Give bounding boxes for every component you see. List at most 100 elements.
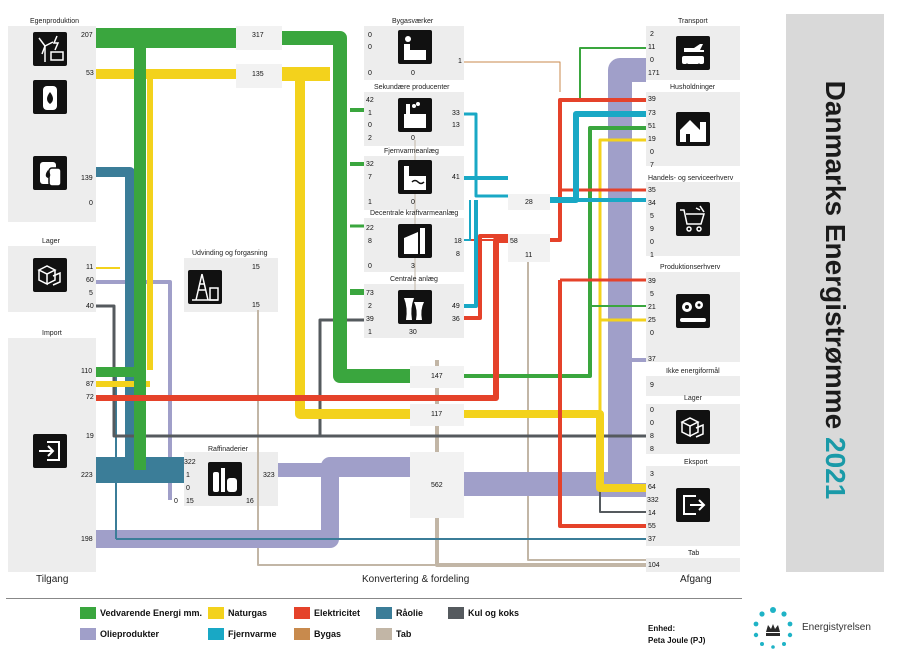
prod-val-3: 25 xyxy=(648,317,656,324)
storage-boxes-icon xyxy=(33,258,67,292)
flow-olie-main xyxy=(464,58,646,496)
hus-val-1: 73 xyxy=(648,110,656,117)
bygas-label: Bygasværker xyxy=(392,18,434,25)
flow-box-562 xyxy=(410,452,464,518)
chp-plant-icon xyxy=(398,224,432,258)
sekundaere-label: Sekundære producenter xyxy=(374,84,450,91)
egen-val-0: 207 xyxy=(81,32,93,39)
flow-ve-down xyxy=(236,31,410,383)
cen-out-0: 30 xyxy=(409,329,417,336)
unit-value: Peta Joule (PJ) xyxy=(648,636,706,645)
flow-naturgas-hus xyxy=(598,138,646,414)
flow-fjv-sek xyxy=(464,112,508,198)
legend-swatch-fjernvarme xyxy=(208,628,224,640)
legend-swatch-elektricitet xyxy=(294,607,310,619)
eksport-val-1: 64 xyxy=(648,484,656,491)
hus-val-2: 51 xyxy=(648,123,656,130)
legend-vedvarende: Vedvarende Energi mm. xyxy=(100,608,203,618)
lager-dest-val-3: 8 xyxy=(650,446,654,453)
legend-divider xyxy=(6,598,742,599)
fjv-side-0: 41 xyxy=(452,174,460,181)
import-val-1: 87 xyxy=(86,381,94,388)
transport-val-3: 171 xyxy=(648,70,660,77)
udvinding-label: Udvinding og forgasning xyxy=(192,250,268,257)
import-arrow-icon xyxy=(33,434,67,468)
export-arrow-icon xyxy=(676,488,710,522)
raff-out-0: 323 xyxy=(263,472,275,479)
hus-val-4: 0 xyxy=(650,149,654,156)
transport-val-0: 2 xyxy=(650,31,654,38)
flow-value-58: 58 xyxy=(510,238,518,245)
ikkeenergi-box xyxy=(646,376,740,396)
flow-tab-3 xyxy=(527,262,646,561)
eksport-val-2: 332 xyxy=(647,497,659,504)
sek-in-2: 0 xyxy=(368,122,372,129)
import-label: Import xyxy=(42,330,62,337)
page-title: Danmarks Energistrømme 2021 xyxy=(819,81,851,500)
egenproduktion-label: Egenproduktion xyxy=(30,18,80,25)
lager-val-3: 40 xyxy=(86,303,94,310)
raffinaderier-label: Raffinaderier xyxy=(208,446,248,453)
handel-val-1: 34 xyxy=(648,200,656,207)
handel-val-2: 5 xyxy=(650,213,654,220)
bygas-in-1: 0 xyxy=(368,44,372,51)
cen-in-1: 2 xyxy=(368,303,372,310)
title-main: Danmarks Energistrømme xyxy=(820,80,851,430)
fjernvarme-label: Fjernvarmeanlæg xyxy=(384,148,439,155)
import-val-0: 110 xyxy=(81,368,93,375)
udv-val-1: 15 xyxy=(252,302,260,309)
footer-afgang: Afgang xyxy=(680,574,712,585)
handel-label: Handels- og serviceerhverv xyxy=(648,175,734,182)
legend-fjernvarme: Fjernvarme xyxy=(228,629,277,639)
fjv-in-1: 7 xyxy=(368,174,372,181)
prod-val-0: 39 xyxy=(648,278,656,285)
agency-name: Energistyrelsen xyxy=(802,622,871,633)
lager-dest-label: Lager xyxy=(684,395,702,402)
fjv-in-2: 1 xyxy=(368,199,372,206)
flow-fjv-dec xyxy=(464,200,471,241)
legend-swatch-olie xyxy=(80,628,96,640)
centrale-label: Centrale anlæg xyxy=(390,276,438,283)
flow-el-cen xyxy=(464,234,508,320)
udv-val-0: 15 xyxy=(252,264,260,271)
legend-swatch-tab xyxy=(376,628,392,640)
fjv-out-0: 0 xyxy=(411,199,415,206)
sek-in-3: 2 xyxy=(368,135,372,142)
flow-value-117: 117 xyxy=(431,411,443,418)
power-plant-icon xyxy=(398,290,432,324)
transport-val-2: 0 xyxy=(650,57,654,64)
transport-label: Transport xyxy=(678,18,708,25)
title-panel xyxy=(786,14,884,572)
handel-val-0: 35 xyxy=(648,187,656,194)
flow-fjv-hus xyxy=(540,111,646,203)
prod-val-5: 37 xyxy=(648,356,656,363)
factory-icon xyxy=(398,98,432,132)
flow-value-11: 11 xyxy=(525,252,533,259)
unit-label: Enhed: xyxy=(648,624,676,633)
flow-bygas xyxy=(464,61,561,92)
legend-bygas: Bygas xyxy=(314,629,342,639)
flow-box-147 xyxy=(410,366,464,388)
gas-bottle-icon xyxy=(33,80,67,114)
transport-val-1: 11 xyxy=(648,44,656,51)
dec-out-0: 3 xyxy=(411,263,415,270)
prod-val-1: 5 xyxy=(650,291,654,298)
storage-boxes-dest-icon xyxy=(676,410,710,444)
legend-elektricitet: Elektricitet xyxy=(314,608,361,618)
flow-fjv-cen xyxy=(464,200,478,308)
flow-value-135: 135 xyxy=(252,71,264,78)
ikkeenergi-label: Ikke energiformål xyxy=(666,368,720,375)
footer-tilgang: Tilgang xyxy=(36,574,69,585)
eksport-label: Eksport xyxy=(684,459,708,466)
legend-olie: Olieprodukter xyxy=(100,629,160,639)
flow-ve-trans xyxy=(579,47,646,100)
import-val-4: 223 xyxy=(81,472,93,479)
hus-val-0: 39 xyxy=(648,96,656,103)
bygas-in-0: 0 xyxy=(368,32,372,39)
legend-naturgas: Naturgas xyxy=(228,608,268,618)
flow-naturgas-eksport xyxy=(464,410,646,492)
flow-ve-hus xyxy=(464,126,646,378)
legend-kul: Kul og koks xyxy=(468,608,520,618)
raff-in-3: 0 xyxy=(174,498,178,505)
